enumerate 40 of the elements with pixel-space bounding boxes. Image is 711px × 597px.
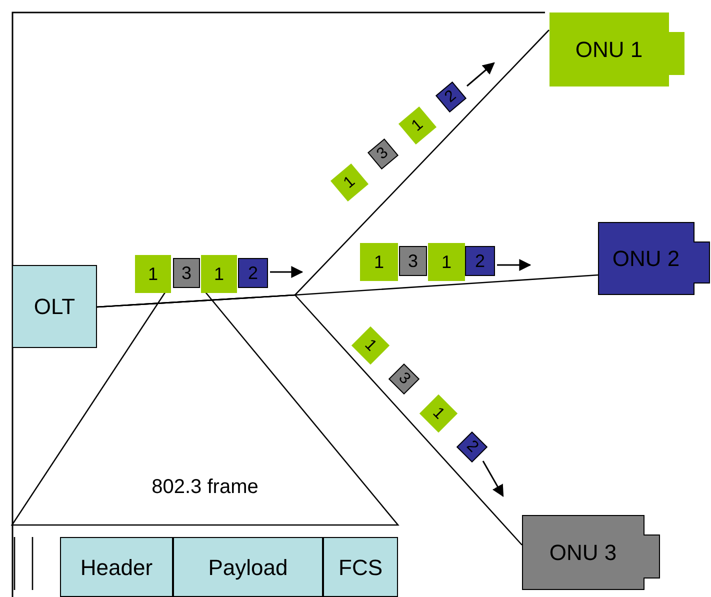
node-label: FCS (338, 554, 382, 582)
node-label: ONU 1 (575, 36, 643, 64)
node-label: Payload (208, 554, 288, 582)
packet-number: 1 (441, 253, 452, 271)
node-label: OLT (34, 293, 76, 321)
packet-number: 1 (429, 404, 447, 422)
onu-box (522, 515, 660, 590)
packet-number: 1 (148, 265, 158, 283)
packet-number: 2 (248, 264, 258, 282)
packet-box (238, 258, 268, 288)
packet-number: 3 (181, 264, 192, 282)
packet-box (428, 243, 465, 281)
packet-box (360, 243, 398, 281)
packet-box (173, 258, 200, 288)
onu-box (598, 222, 710, 295)
packet-number: 3 (395, 370, 413, 388)
packet-number: 3 (374, 144, 392, 162)
packet-number: 1 (361, 336, 379, 354)
node-label: Header (80, 554, 153, 582)
frame-field (60, 537, 173, 597)
packet-number: 2 (463, 438, 481, 456)
node-label: ONU 2 (612, 245, 680, 273)
packet-number: 1 (408, 116, 426, 134)
frame-field (173, 537, 323, 597)
packet-number: 1 (374, 253, 384, 271)
frame-label: 802.3 frame (152, 475, 258, 500)
packet-number: 2 (442, 88, 460, 106)
packet-number: 1 (214, 265, 224, 283)
node-label: ONU 3 (549, 539, 617, 567)
olt-box (12, 265, 97, 348)
packet-number: 1 (340, 173, 358, 191)
packet-box (399, 246, 427, 276)
packet-box (135, 255, 171, 293)
packet-box (201, 255, 237, 293)
onu-box (549, 12, 685, 87)
packet-number: 2 (474, 252, 485, 270)
packet-box (465, 246, 495, 276)
packet-number: 3 (408, 252, 418, 270)
fiber-line (96, 294, 522, 546)
frame-field (323, 537, 398, 597)
